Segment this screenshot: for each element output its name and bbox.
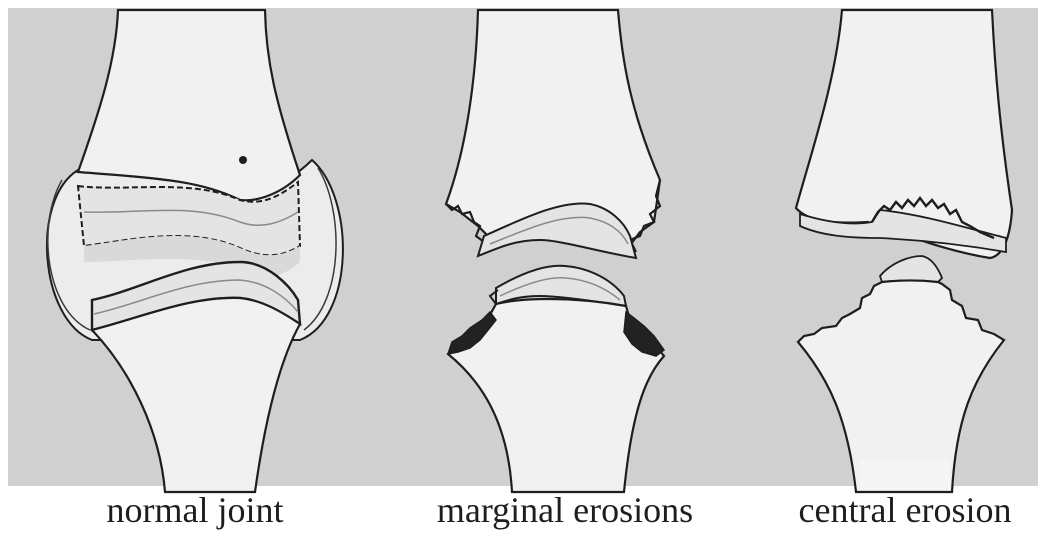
caption-central-erosion: central erosion — [760, 488, 1046, 533]
central-bone-base-fade — [860, 460, 950, 490]
caption-normal-joint: normal joint — [40, 488, 350, 533]
normal-bone-dot — [239, 156, 247, 164]
caption-marginal-erosions: marginal erosions — [400, 488, 730, 533]
